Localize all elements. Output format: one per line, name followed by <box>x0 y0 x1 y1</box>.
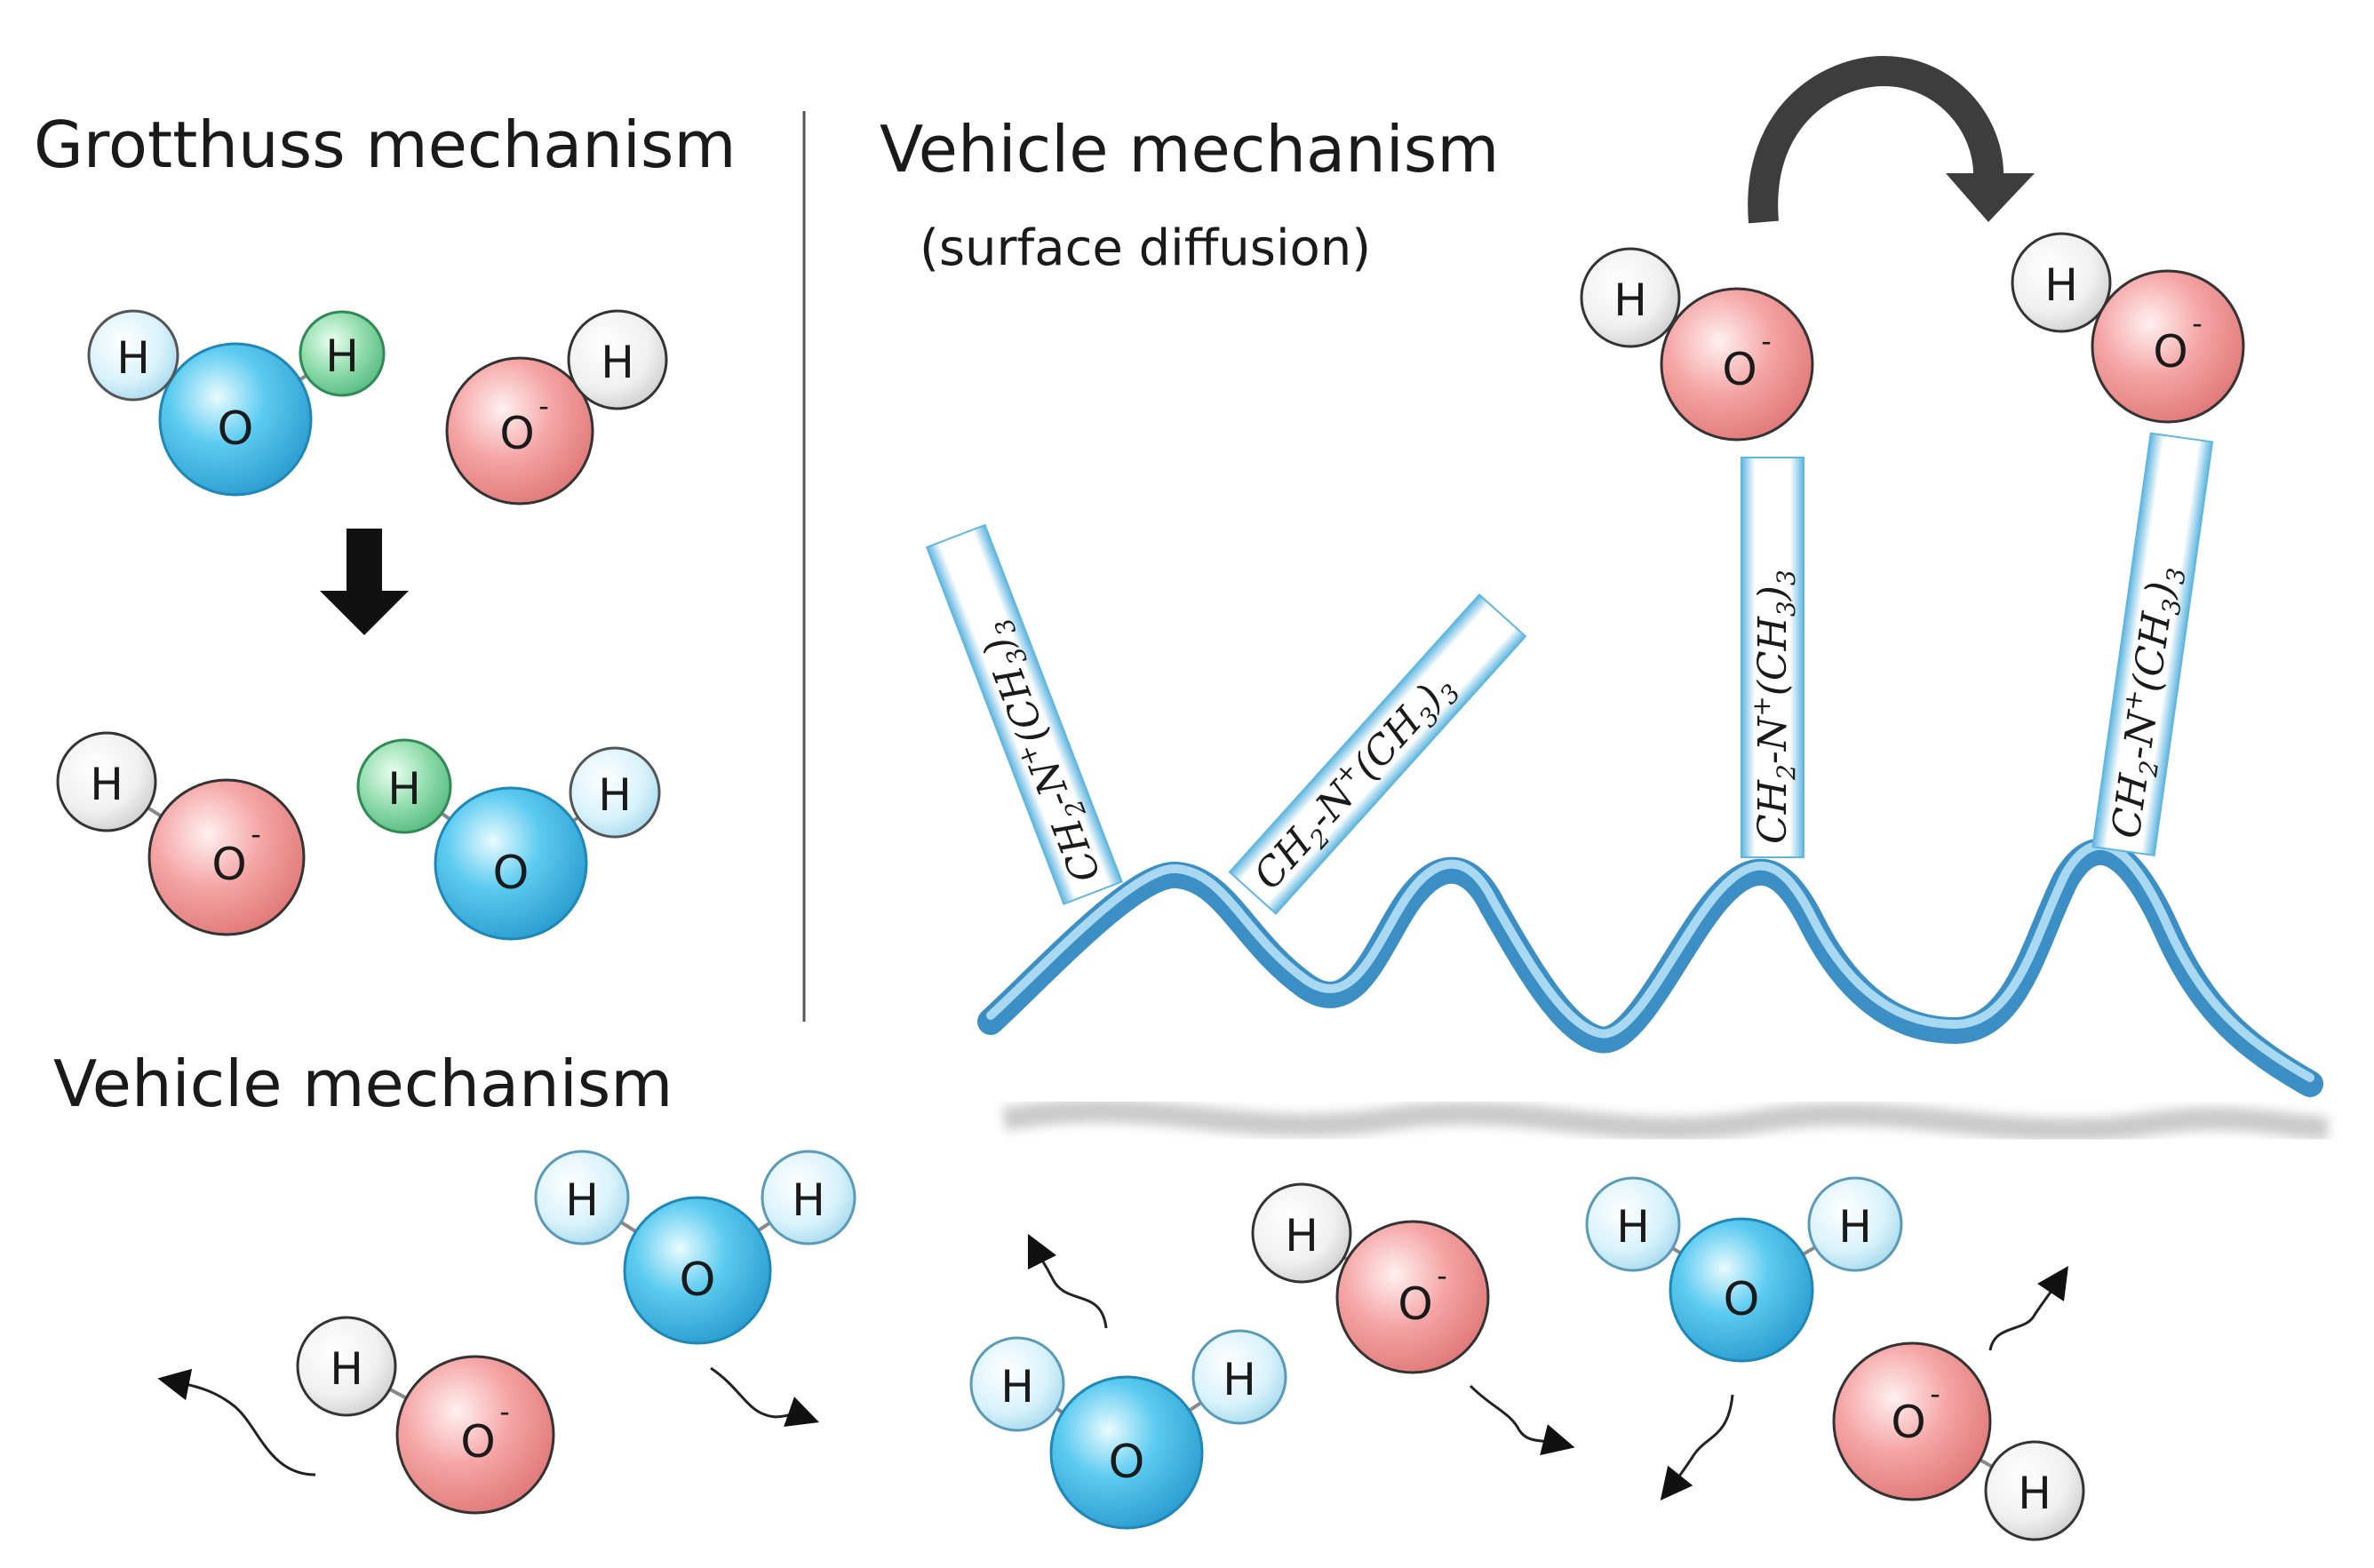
svg-text:H: H <box>601 337 634 388</box>
quaternary-ammonium-group-4: CH2-N+(CH3)3 <box>2091 432 2214 857</box>
surface-diffusion-subtitle: (surface diffusion) <box>920 219 1371 277</box>
polymer-shadow <box>1001 1099 2329 1142</box>
vehicle-title-right: Vehicle mechanism <box>880 112 1499 187</box>
wavy-arrow-icon <box>157 1233 2068 1501</box>
hydroxide-ion-surface-2: H O - <box>2011 232 2245 424</box>
svg-text:H: H <box>325 330 359 382</box>
svg-text:H: H <box>1223 1354 1256 1405</box>
hydroxide-ion-bulk-2: H O - <box>1251 1182 1490 1374</box>
grotthuss-title: Grotthuss mechanism <box>34 107 737 182</box>
curved-arrow-icon <box>1748 55 2035 224</box>
svg-text:H: H <box>2018 1468 2051 1519</box>
hydroxide-ion-surface-1: H O - <box>1580 247 1814 442</box>
svg-text:O: O <box>460 1416 495 1468</box>
svg-text:-: - <box>2192 306 2203 340</box>
water-molecule-grotthuss-top: H H O <box>87 309 386 497</box>
diffusion-arrow-3 <box>1027 1233 1108 1329</box>
svg-text:H: H <box>1616 1201 1650 1253</box>
down-arrow-icon <box>320 529 409 635</box>
hydroxide-ion-grotthuss-bottom: H O - <box>56 731 306 936</box>
svg-text:O: O <box>493 847 530 900</box>
svg-text:H: H <box>565 1174 599 1226</box>
svg-text:H: H <box>598 769 632 821</box>
svg-text:O: O <box>680 1254 716 1307</box>
svg-text:O: O <box>1109 1436 1145 1489</box>
svg-text:CH2-N+(CH3)3: CH2-N+(CH3)3 <box>966 614 1115 889</box>
svg-text:-: - <box>1761 324 1772 358</box>
quaternary-ammonium-group-3: CH2-N+(CH3)3 <box>1741 457 1804 858</box>
svg-text:O: O <box>1398 1278 1432 1330</box>
hydroxide-ion-bulk-1: H O - <box>296 1316 555 1515</box>
svg-text:H: H <box>1000 1361 1034 1413</box>
svg-text:O: O <box>2153 326 2187 378</box>
diffusion-arrow-2 <box>710 1366 819 1428</box>
svg-text:H: H <box>2044 259 2078 311</box>
svg-text:O: O <box>211 839 246 890</box>
diffusion-arrow-5 <box>1660 1394 1734 1501</box>
diffusion-arrow-4 <box>1469 1384 1575 1456</box>
svg-text:-: - <box>538 389 549 423</box>
diffusion-arrow-6 <box>1988 1266 2068 1351</box>
svg-text:O: O <box>499 408 534 459</box>
svg-text:O: O <box>218 402 254 456</box>
svg-text:H: H <box>792 1174 825 1226</box>
water-molecule-grotthuss-bottom: H H O <box>356 738 661 941</box>
diffusion-arrow-1 <box>157 1368 316 1476</box>
svg-text:H: H <box>387 763 421 815</box>
svg-text:O: O <box>1891 1397 1925 1448</box>
hydroxide-ion-bulk-3: H O - <box>1832 1341 2085 1541</box>
svg-text:H: H <box>1613 275 1647 326</box>
svg-text:H: H <box>1838 1201 1872 1253</box>
svg-text:-: - <box>499 1395 510 1429</box>
quaternary-ammonium-group-1: CH2-N+(CH3)3 <box>925 523 1123 905</box>
polymer-backbone <box>977 838 2323 1097</box>
svg-text:CH2-N+(CH3)3: CH2-N+(CH3)3 <box>1747 569 1801 844</box>
svg-text:H: H <box>330 1343 363 1395</box>
svg-text:CH2-N+(CH3)3: CH2-N+(CH3)3 <box>2099 562 2191 841</box>
svg-text:H: H <box>116 332 150 384</box>
water-molecule-bulk-3: H H O <box>1585 1176 1903 1363</box>
water-molecule-bulk-2: H H O <box>969 1329 1287 1530</box>
hydroxide-ion-grotthuss-top: H O - <box>445 309 668 505</box>
svg-text:-: - <box>1437 1259 1447 1293</box>
svg-text:-: - <box>251 817 261 851</box>
svg-text:O: O <box>1724 1273 1760 1326</box>
svg-text:H: H <box>1285 1210 1318 1262</box>
vehicle-title-left: Vehicle mechanism <box>53 1047 673 1121</box>
quaternary-ammonium-group-2: CH2-N+(CH3)3 <box>1228 593 1527 915</box>
svg-text:H: H <box>90 759 123 810</box>
svg-text:O: O <box>1722 344 1757 395</box>
water-molecule-bulk-1: H H O <box>534 1150 856 1345</box>
svg-text:-: - <box>1930 1377 1940 1411</box>
